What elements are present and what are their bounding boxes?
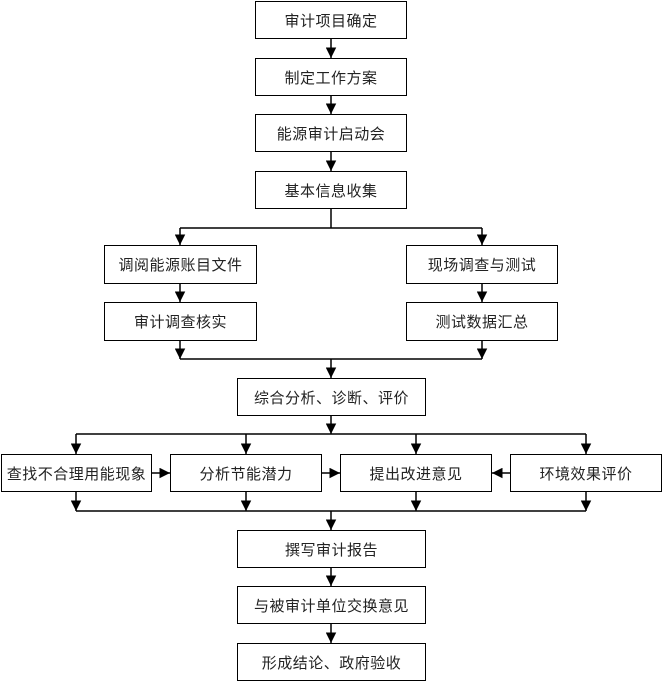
node-work-plan: 制定工作方案	[255, 58, 407, 96]
node-analyze-saving-potential: 分析节能潜力	[170, 454, 322, 492]
node-analysis-diagnosis-evaluation: 综合分析、诊断、评价	[237, 378, 426, 416]
node-environmental-evaluation: 环境效果评价	[510, 454, 662, 492]
node-site-survey-testing: 现场调查与测试	[406, 245, 558, 284]
node-audit-project-confirm: 审计项目确定	[255, 1, 407, 39]
node-propose-improvements: 提出改进意见	[340, 454, 492, 492]
node-exchange-opinions: 与被审计单位交换意见	[237, 586, 426, 624]
node-review-energy-accounts: 调阅能源账目文件	[104, 245, 257, 284]
node-audit-verification: 审计调查核实	[104, 302, 257, 341]
node-conclusion-gov-acceptance: 形成结论、政府验收	[237, 643, 426, 681]
node-find-unreasonable-energy-use: 查找不合理用能现象	[1, 454, 152, 492]
node-basic-info-collection: 基本信息收集	[255, 171, 407, 209]
node-test-data-summary: 测试数据汇总	[406, 302, 558, 341]
node-kickoff-meeting: 能源审计启动会	[255, 114, 407, 152]
node-write-audit-report: 撰写审计报告	[237, 530, 426, 568]
